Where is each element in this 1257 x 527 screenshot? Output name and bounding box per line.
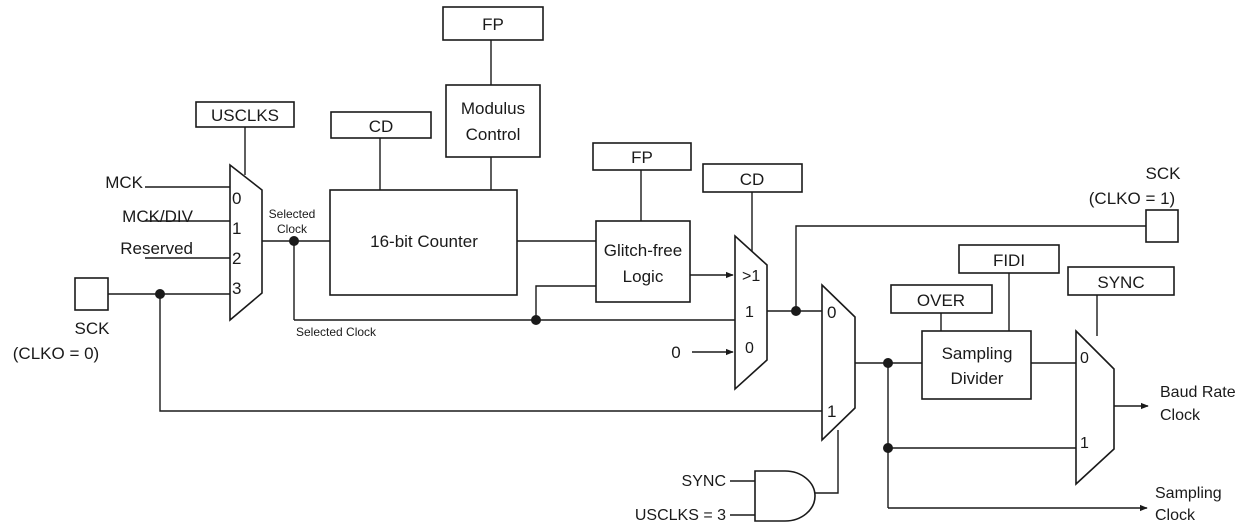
register-over: OVER <box>890 284 993 314</box>
input-label-mck: MCK <box>105 173 143 192</box>
mux-cd-index-0: 0 <box>745 340 754 357</box>
selected-clock-label-line2: Clock <box>277 222 308 236</box>
register-cd-counter: CD <box>330 111 432 139</box>
counter-label: 16-bit Counter <box>370 232 478 251</box>
junction-dot <box>531 315 541 325</box>
sampling-divider-line2: Divider <box>951 369 1004 388</box>
and-input-sync-label: SYNC <box>682 473 726 490</box>
mux-cd: >1 1 0 <box>734 234 768 391</box>
baud-rate-clock-line2: Clock <box>1160 407 1201 424</box>
junction-dot <box>883 358 893 368</box>
register-sync: SYNC <box>1067 266 1175 296</box>
baud-rate-clock-line1: Baud Rate <box>1160 384 1236 401</box>
sampling-divider-block: Sampling Divider <box>921 330 1032 400</box>
mux-sck-index-0: 0 <box>827 303 836 322</box>
mux-cd-index-gt1: >1 <box>742 268 760 285</box>
zero-input-label: 0 <box>671 343 680 362</box>
mux-uscks: 0 1 2 3 <box>229 163 263 322</box>
mux-uscks-inputs: MCK MCK/DIV Reserved <box>105 173 193 258</box>
register-over-label: OVER <box>917 291 965 310</box>
junction-dot <box>289 236 299 246</box>
mux-cd-index-1: 1 <box>745 304 754 321</box>
wires <box>108 40 1149 516</box>
register-fidi: FIDI <box>958 244 1060 274</box>
sampling-clock-line2: Clock <box>1155 507 1196 524</box>
sampling-divider-line1: Sampling <box>942 344 1013 363</box>
junction-dot <box>155 289 165 299</box>
selected-clock-lower-label: Selected Clock <box>296 325 377 339</box>
and-input-usclks-label: USCLKS = 3 <box>635 507 726 524</box>
register-cd-mux: CD <box>702 163 803 193</box>
register-fidi-label: FIDI <box>993 251 1025 270</box>
modulus-control-block: Modulus Control <box>445 84 541 158</box>
and-gate <box>754 470 816 522</box>
sck-input-name: SCK <box>75 319 111 338</box>
sck-output-condition: (CLKO = 1) <box>1089 189 1175 208</box>
register-uscks: USCLKS <box>195 101 295 128</box>
register-sync-label: SYNC <box>1097 273 1144 292</box>
mux-sync: 0 1 <box>1075 329 1115 486</box>
mux-sck-select: 0 1 <box>821 283 856 442</box>
junction-dot <box>883 443 893 453</box>
register-fp-top: FP <box>442 6 544 41</box>
sck-output-pin <box>1145 209 1179 243</box>
mux-uscks-index-2: 2 <box>232 249 241 268</box>
input-label-mck-div: MCK/DIV <box>122 207 194 226</box>
mux-sync-index-1: 1 <box>1080 435 1089 452</box>
selected-clock-label-line1: Selected <box>269 207 316 221</box>
junction-dots <box>155 236 893 453</box>
glitch-free-line1: Glitch-free <box>604 241 682 260</box>
input-label-reserved: Reserved <box>120 239 193 258</box>
sck-input-condition: (CLKO = 0) <box>13 344 99 363</box>
register-fp-glitch-label: FP <box>631 148 653 167</box>
counter-block: 16-bit Counter <box>329 189 518 296</box>
register-cd-mux-label: CD <box>740 170 765 189</box>
junction-dot <box>791 306 801 316</box>
register-uscks-label: USCLKS <box>211 106 279 125</box>
mux-uscks-index-1: 1 <box>232 219 241 238</box>
glitch-free-line2: Logic <box>623 267 664 286</box>
register-cd-counter-label: CD <box>369 117 394 136</box>
modulus-control-line1: Modulus <box>461 99 525 118</box>
sck-input-pin <box>74 277 109 311</box>
register-fp-glitch: FP <box>592 142 692 171</box>
mux-sync-index-0: 0 <box>1080 350 1089 367</box>
sck-output-name: SCK <box>1146 164 1182 183</box>
mux-uscks-index-0: 0 <box>232 189 241 208</box>
glitch-free-logic-block: Glitch-free Logic <box>595 220 691 303</box>
sampling-clock-line1: Sampling <box>1155 485 1222 502</box>
mux-uscks-index-3: 3 <box>232 279 241 298</box>
modulus-control-line2: Control <box>466 125 521 144</box>
mux-sck-index-1: 1 <box>827 402 836 421</box>
register-fp-top-label: FP <box>482 15 504 34</box>
